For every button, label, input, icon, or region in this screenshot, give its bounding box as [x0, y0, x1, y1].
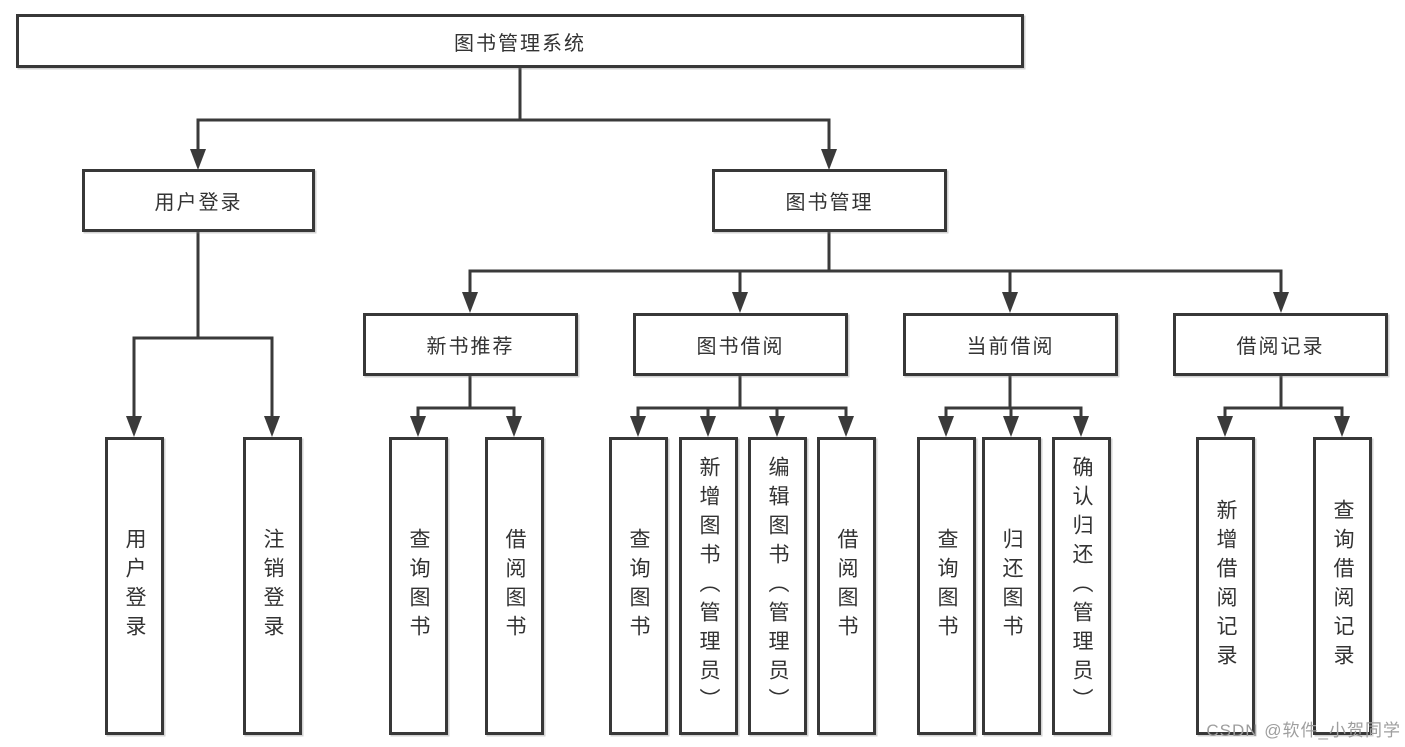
node-root-label: 图书管理系统	[454, 32, 586, 55]
leaf-current-confirm-return: 确认归还（管理员）	[1052, 437, 1111, 735]
leaf-recommend-query-books-label: 查询图书	[407, 528, 430, 644]
leaf-current-confirm-return-label: 确认归还（管理员）	[1070, 455, 1093, 717]
leaf-borrowing-borrow-books: 借阅图书	[817, 437, 876, 735]
leaf-logout-label: 注销登录	[261, 528, 284, 644]
leaf-borrowing-edit-books: 编辑图书（管理员）	[748, 437, 807, 735]
edge-book-borrowing-to-leaves	[630, 374, 854, 437]
node-book-management-label: 图书管理	[785, 192, 874, 214]
watermark: CSDN @软件_小贺同学	[1206, 721, 1401, 740]
leaf-current-return-books-label: 归还图书	[1000, 528, 1023, 644]
node-borrowing-records-label: 借阅记录	[1236, 336, 1325, 358]
leaf-user-login-label: 用户登录	[123, 528, 146, 644]
leaf-borrowing-add-books: 新增图书（管理员）	[679, 437, 738, 735]
leaf-user-login: 用户登录	[105, 437, 164, 735]
node-borrowing-records: 借阅记录	[1173, 313, 1388, 376]
node-current-borrowing-label: 当前借阅	[966, 336, 1055, 358]
node-new-book-recommend-label: 新书推荐	[426, 336, 515, 358]
edge-root-to-level2	[190, 66, 837, 170]
leaf-borrowing-borrow-books-label: 借阅图书	[835, 528, 858, 644]
leaf-current-query-books: 查询图书	[917, 437, 976, 735]
node-new-book-recommend: 新书推荐	[363, 313, 578, 376]
edge-borrowing-records-to-leaves	[1217, 374, 1350, 437]
leaf-records-query-record-label: 查询借阅记录	[1331, 499, 1354, 673]
leaf-borrowing-edit-books-label: 编辑图书（管理员）	[766, 455, 789, 717]
node-book-borrowing-label: 图书借阅	[696, 336, 785, 358]
node-root: 图书管理系统	[16, 14, 1024, 68]
edge-user-login-to-leaves	[126, 230, 280, 437]
edge-new-book-recommend-to-leaves	[410, 374, 522, 437]
leaf-borrowing-query-books: 查询图书	[609, 437, 668, 735]
leaf-recommend-borrow-books-label: 借阅图书	[503, 528, 526, 644]
leaf-current-return-books: 归还图书	[982, 437, 1041, 735]
leaf-logout: 注销登录	[243, 437, 302, 735]
edge-book-management-to-level3	[462, 230, 1289, 313]
leaf-records-query-record: 查询借阅记录	[1313, 437, 1372, 735]
node-user-login: 用户登录	[82, 169, 315, 232]
leaf-borrowing-query-books-label: 查询图书	[627, 528, 650, 644]
leaf-recommend-query-books: 查询图书	[389, 437, 448, 735]
leaf-records-add-record: 新增借阅记录	[1196, 437, 1255, 735]
leaf-borrowing-add-books-label: 新增图书（管理员）	[697, 455, 720, 717]
leaf-current-query-books-label: 查询图书	[935, 528, 958, 644]
leaf-recommend-borrow-books: 借阅图书	[485, 437, 544, 735]
edge-current-borrowing-to-leaves	[938, 374, 1089, 437]
leaf-records-add-record-label: 新增借阅记录	[1214, 499, 1237, 673]
node-current-borrowing: 当前借阅	[903, 313, 1118, 376]
node-book-management: 图书管理	[712, 169, 947, 232]
node-user-login-label: 用户登录	[154, 192, 243, 214]
node-book-borrowing: 图书借阅	[633, 313, 848, 376]
